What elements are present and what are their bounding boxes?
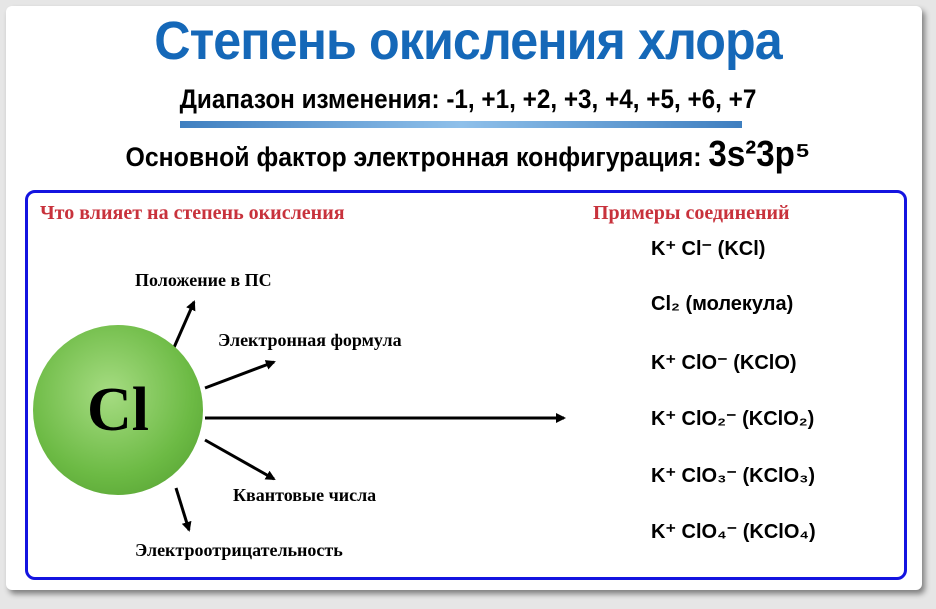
factor-formula: Электронная формула [218, 330, 402, 350]
electron-config: 3s²3p⁵ [708, 133, 811, 174]
compound-item: K⁺ ClO₄⁻ (KClO₄) [651, 521, 816, 543]
arrow-formula [204, 360, 276, 390]
factor-label: Основной фактор электронная конфигурация… [125, 142, 702, 172]
left-heading: Что влияет на степень окисления [40, 202, 345, 224]
compound-item: K⁺ Cl⁻ (KCl) [651, 238, 766, 260]
slide [6, 6, 922, 590]
chlorine-atom: Cl [33, 325, 203, 495]
main-factor: Основной фактор электронная конфигурация… [37, 133, 898, 175]
compound-item: K⁺ ClO₃⁻ (KClO₃) [651, 465, 816, 487]
slide-title: Степень окисления хлора [154, 11, 782, 71]
arrow-electroneg [174, 487, 192, 532]
factor-quantum: Квантовые числа [233, 485, 377, 505]
compound-item: Cl₂ (молекула) [651, 293, 794, 315]
divider [180, 121, 742, 128]
atom-symbol: Cl [87, 375, 149, 444]
factor-position: Положение в ПС [135, 270, 272, 290]
factor-electroneg: Электроотрицательность [135, 540, 343, 560]
arrow-position [170, 300, 196, 353]
compound-item: K⁺ ClO⁻ (KClO) [651, 352, 797, 374]
arrow-quantum [204, 438, 276, 481]
oxidation-range: Диапазон изменения: -1, +1, +2, +3, +4, … [179, 84, 757, 114]
compound-item: K⁺ ClO₂⁻ (KClO₂) [651, 408, 815, 430]
content-frame [25, 190, 907, 580]
right-heading: Примеры соединений [593, 202, 790, 224]
